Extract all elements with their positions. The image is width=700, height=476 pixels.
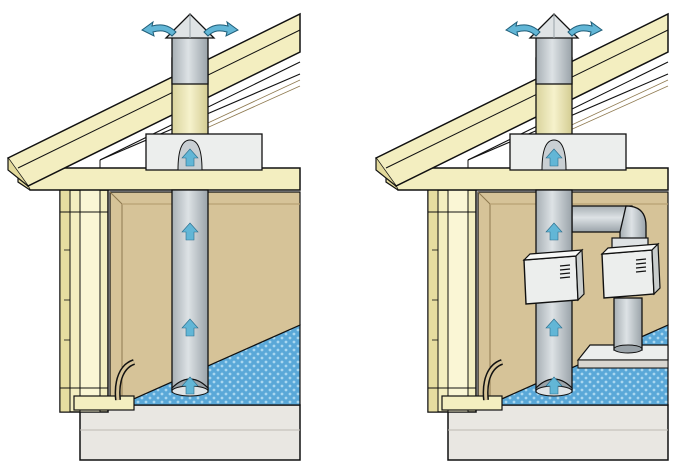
ceiling-box (145, 133, 263, 171)
panel-left (8, 14, 300, 460)
ceiling-box (509, 133, 627, 171)
vent-pipe-roof (171, 33, 209, 85)
radon-fan-icon (522, 248, 585, 305)
radon-fan-icon (600, 242, 661, 299)
panel-right (376, 14, 668, 460)
vent-pipe-roof (535, 33, 573, 85)
vent-pipe-interior (171, 189, 209, 391)
